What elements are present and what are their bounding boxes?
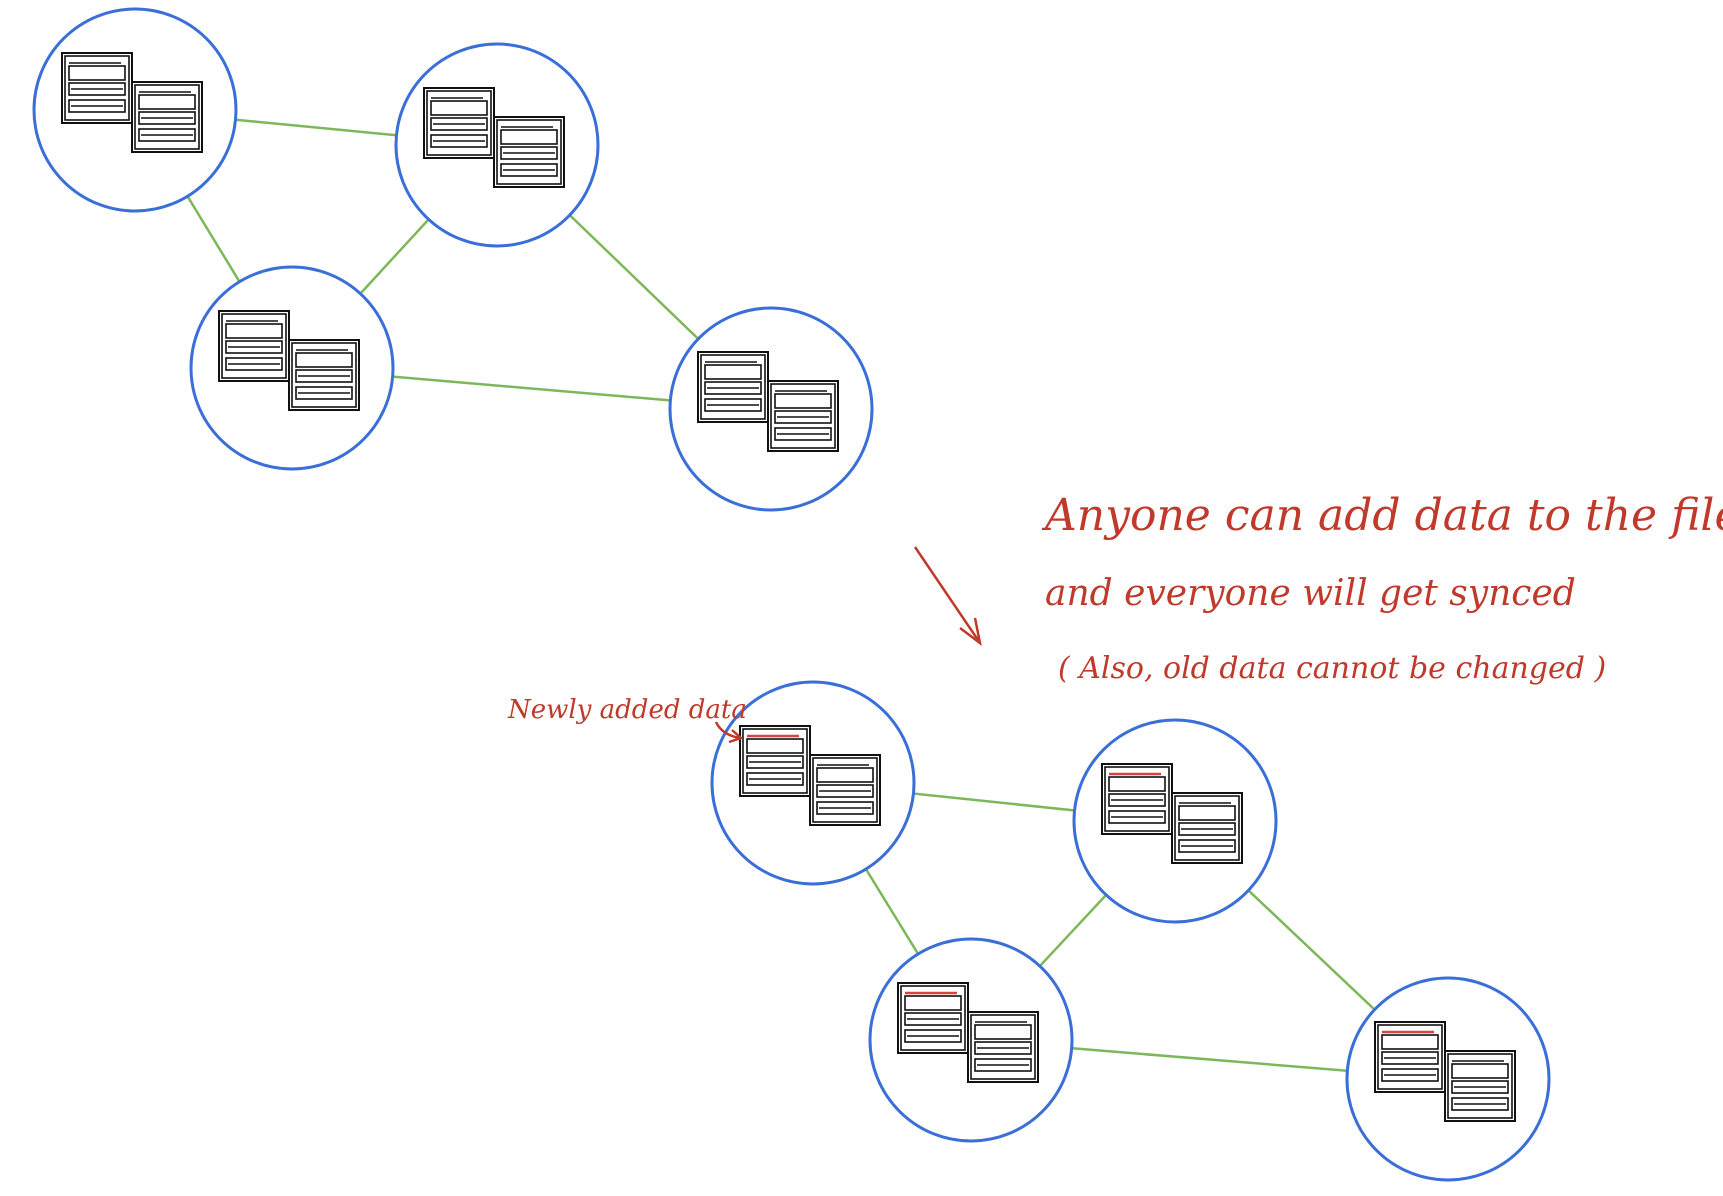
file-stack-icon xyxy=(767,380,839,452)
file-stack-icon xyxy=(61,52,133,124)
file-stack-icon xyxy=(288,339,360,411)
node-before-b xyxy=(394,42,600,248)
file-stack-icon xyxy=(423,87,495,159)
node-after-b xyxy=(1072,718,1278,924)
annotation-line-3: ( Also, old data cannot be changed ) xyxy=(1058,651,1606,686)
new-data-pointer-arrow-icon xyxy=(714,721,744,744)
file-stack-icon xyxy=(131,81,203,153)
node-after-c xyxy=(868,937,1074,1143)
file-stack-icon xyxy=(218,310,290,382)
node-after-d xyxy=(1345,976,1551,1182)
file-stack-icon xyxy=(967,1011,1039,1083)
nodes-layer xyxy=(32,7,1551,1182)
new-data-label: Newly added data xyxy=(507,695,747,725)
annotation-line-2: and everyone will get synced xyxy=(1045,573,1576,614)
file-stack-icon xyxy=(1444,1050,1516,1122)
file-stack-icon xyxy=(897,982,969,1054)
arrow-down-right-icon xyxy=(913,546,982,646)
node-before-d xyxy=(668,306,874,512)
file-stack-icon xyxy=(493,116,565,188)
file-stack-icon xyxy=(1101,763,1173,835)
file-stack-icon xyxy=(1171,792,1243,864)
file-stack-icon xyxy=(1374,1021,1446,1093)
annotation-line-1: Anyone can add data to the files, xyxy=(1041,490,1723,541)
file-stack-icon xyxy=(739,725,811,797)
node-after-a xyxy=(710,680,916,886)
file-stack-icon xyxy=(809,754,881,826)
node-before-a xyxy=(32,7,238,213)
file-stack-icon xyxy=(697,351,769,423)
node-before-c xyxy=(189,265,395,471)
